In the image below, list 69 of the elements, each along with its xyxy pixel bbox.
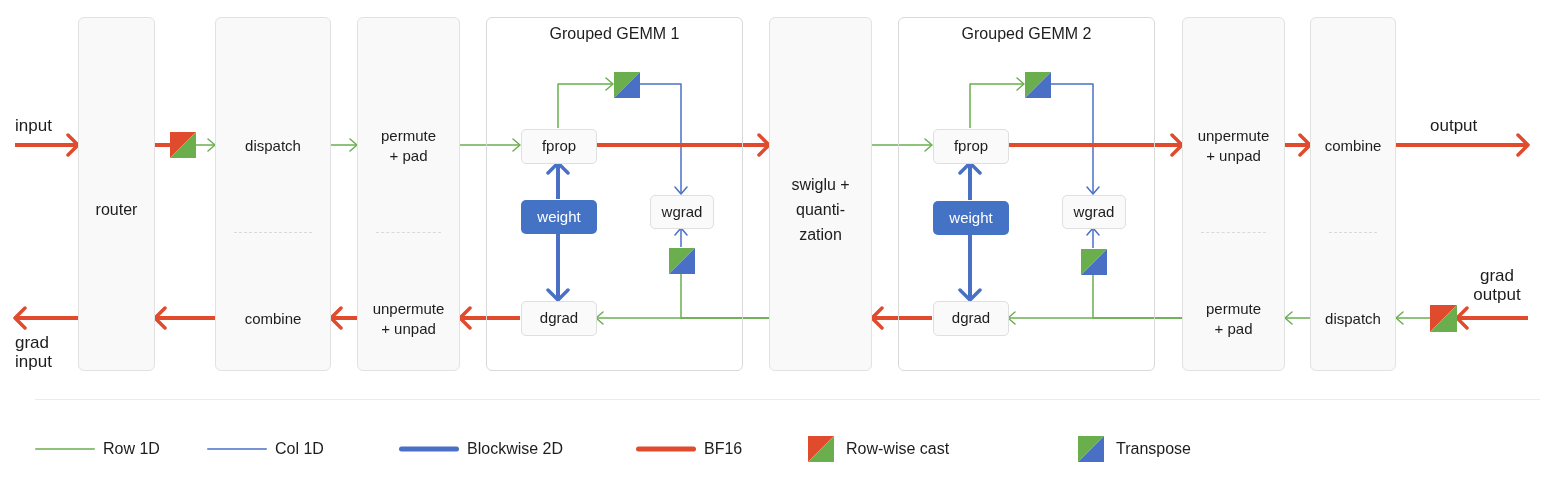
arrow	[958, 234, 982, 302]
legend-label: Transpose	[1116, 439, 1191, 459]
split-square-icon	[1081, 249, 1107, 275]
stage-label: unpermute + unpad	[371, 299, 446, 339]
stage-label: combine	[1324, 136, 1382, 156]
legend-label: Row-wise cast	[846, 439, 950, 459]
arrow	[870, 306, 932, 330]
stage-column	[78, 17, 155, 371]
arrow	[13, 306, 78, 330]
process-box: fprop	[521, 129, 597, 164]
arrow	[459, 138, 521, 152]
group-title: Grouped GEMM 1	[549, 24, 680, 44]
edge-label: grad output	[1472, 266, 1522, 304]
stage-column	[1182, 17, 1285, 371]
stage-label: dispatch	[245, 136, 301, 156]
stage-column	[1310, 17, 1396, 371]
stage-column	[769, 17, 872, 371]
edge-label: output	[1430, 116, 1479, 135]
stage-label: swiglu + quanti-zation	[790, 174, 851, 245]
arrow	[1285, 133, 1312, 157]
process-box: dgrad	[521, 301, 597, 336]
arrow	[15, 133, 80, 157]
connector-line	[680, 272, 770, 319]
legend-label: Col 1D	[275, 439, 324, 459]
arrow	[1086, 227, 1100, 249]
stage-label: permute + pad	[1205, 299, 1262, 339]
weight-box: weight	[521, 200, 597, 234]
connector-line	[155, 143, 170, 147]
group-box	[898, 17, 1155, 371]
edge-label: grad input	[15, 333, 53, 371]
split-square-icon	[170, 132, 196, 158]
weight-box: weight	[933, 201, 1009, 235]
arrow	[969, 77, 1025, 129]
stage-label: router	[95, 199, 138, 220]
legend-label: Row 1D	[103, 439, 160, 459]
stage-label: combine	[244, 309, 302, 329]
split-square-icon	[1430, 305, 1457, 332]
edge-label: input	[15, 116, 53, 135]
legend-label: BF16	[704, 439, 743, 459]
arrow	[596, 133, 771, 157]
arrow	[153, 306, 215, 330]
arrow	[458, 306, 520, 330]
arrow	[871, 138, 933, 152]
stage-column	[357, 17, 460, 371]
arrow	[1008, 133, 1184, 157]
arrow	[1284, 311, 1311, 325]
arrow	[557, 77, 614, 129]
stage-label: dispatch	[1325, 309, 1381, 329]
arrow	[330, 138, 358, 152]
arrow	[546, 233, 570, 302]
stage-label: unpermute + unpad	[1196, 126, 1271, 166]
process-box: fprop	[933, 129, 1009, 164]
arrow	[195, 138, 216, 152]
arrow	[1395, 311, 1431, 325]
split-square-icon	[669, 248, 695, 274]
process-box: wgrad	[650, 195, 714, 229]
process-box: wgrad	[1062, 195, 1126, 229]
arrow	[1396, 133, 1530, 157]
process-box: dgrad	[933, 301, 1009, 336]
group-box	[486, 17, 743, 371]
arrow	[674, 227, 688, 248]
stage-column	[215, 17, 331, 371]
stage-label: permute + pad	[380, 126, 437, 166]
split-square-icon	[614, 72, 640, 98]
connector-line	[1092, 273, 1183, 319]
arrow	[329, 306, 357, 330]
legend-label: Blockwise 2D	[467, 439, 564, 459]
split-square-icon	[1025, 72, 1051, 98]
group-title: Grouped GEMM 2	[961, 24, 1092, 44]
